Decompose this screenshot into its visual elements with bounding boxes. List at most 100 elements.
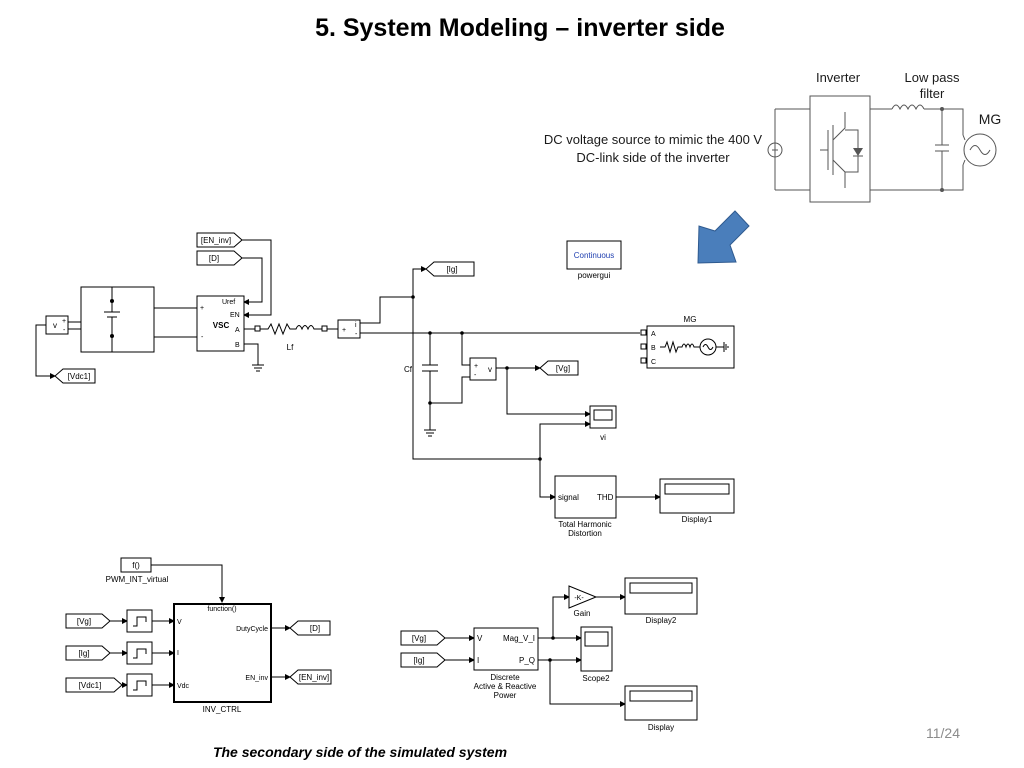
svg-text:Mag_V_I: Mag_V_I xyxy=(503,634,535,643)
svg-text:Active & Reactive: Active & Reactive xyxy=(474,682,537,691)
tag-ig-from-ctrl[interactable]: [Ig] xyxy=(65,645,111,661)
cf-label: Cf xyxy=(404,365,413,374)
tag-vdc1-from-ctrl[interactable]: [Vdc1] xyxy=(65,677,123,693)
svg-text:DutyCycle: DutyCycle xyxy=(236,626,268,633)
svg-text:[EN_inv]: [EN_inv] xyxy=(201,236,231,245)
filter-label-1: Low pass xyxy=(905,70,960,85)
dc-voltage-sensor[interactable]: v + - xyxy=(35,315,81,379)
svg-text:[Vg]: [Vg] xyxy=(556,364,570,373)
inv-ctrl-label: INV_CTRL xyxy=(203,705,242,714)
scope-vi-label: vi xyxy=(600,433,606,442)
svg-text:Display1: Display1 xyxy=(682,515,713,524)
svg-text:[Ig]: [Ig] xyxy=(78,649,89,658)
scope-vi[interactable]: vi xyxy=(589,405,617,442)
current-sensor[interactable]: + i - xyxy=(337,319,361,339)
svg-text:Distortion: Distortion xyxy=(568,529,602,538)
svg-text:f(): f() xyxy=(132,561,140,570)
display2-block[interactable]: Display2 xyxy=(624,577,698,625)
tag-vg-from-ctrl[interactable]: [Vg] xyxy=(65,613,111,629)
svg-text:I: I xyxy=(477,656,479,665)
svg-text:Discrete: Discrete xyxy=(490,673,520,682)
inverter-label: Inverter xyxy=(816,70,861,85)
svg-text:[Ig]: [Ig] xyxy=(413,656,424,665)
vsc-name: VSC xyxy=(213,321,230,330)
zoh-block-3[interactable] xyxy=(126,673,153,697)
tag-d-goto[interactable]: [D] xyxy=(289,620,331,636)
svg-text:v: v xyxy=(488,365,492,374)
slide-title: 5. System Modeling – inverter side xyxy=(315,14,725,42)
svg-text:V: V xyxy=(177,619,182,626)
zoh-block-1[interactable] xyxy=(126,609,153,633)
svg-text:Display: Display xyxy=(648,723,674,732)
inv-ctrl-block[interactable]: function() V I Vdc DutyCycle EN_inv INV_… xyxy=(173,603,272,714)
svg-text:[Vdc1]: [Vdc1] xyxy=(79,681,102,690)
active-reactive-power-block[interactable]: V I Mag_V_I P_Q Discrete Active & Reacti… xyxy=(473,627,539,700)
mg-label: MG xyxy=(979,111,1002,127)
svg-text:Gain: Gain xyxy=(574,609,591,618)
svg-text:B: B xyxy=(651,345,656,352)
tag-en-inv-goto[interactable]: [EN_inv] xyxy=(289,669,332,685)
inverter-box xyxy=(809,95,871,203)
svg-text:P_Q: P_Q xyxy=(519,656,535,665)
filter-label-2: filter xyxy=(920,86,945,101)
page-number: 11/24 xyxy=(926,725,960,741)
gain-block[interactable]: -K- Gain xyxy=(568,585,598,618)
igbt-icon xyxy=(820,112,863,188)
dc-source-icon xyxy=(767,142,783,158)
svg-text:A: A xyxy=(235,327,240,334)
cf-capacitor[interactable]: Cf xyxy=(404,333,438,437)
display1-block[interactable]: Display1 xyxy=(659,478,735,524)
mg-block[interactable]: MG A B C xyxy=(640,315,735,369)
figure-caption: The secondary side of the simulated syst… xyxy=(213,744,507,760)
svg-text:EN_inv: EN_inv xyxy=(245,675,268,682)
tag-en-inv-from[interactable]: [EN_inv] xyxy=(196,232,243,248)
svg-text:[Ig]: [Ig] xyxy=(446,265,457,274)
svg-text:-: - xyxy=(63,327,66,334)
svg-text:+: + xyxy=(62,318,66,325)
svg-text:PWM_INT_virtual: PWM_INT_virtual xyxy=(106,575,169,584)
svg-text:function(): function() xyxy=(207,606,236,613)
zoh-block-2[interactable] xyxy=(126,641,153,665)
display-block[interactable]: Display xyxy=(624,685,698,732)
grid-voltage-sensor[interactable]: + - v xyxy=(469,357,497,381)
svg-text:A: A xyxy=(651,331,656,338)
svg-text:+: + xyxy=(474,363,478,370)
svg-text:Power: Power xyxy=(494,691,517,700)
svg-text:I: I xyxy=(177,650,179,657)
svg-text:[Vg]: [Vg] xyxy=(412,634,426,643)
svg-text:[Vg]: [Vg] xyxy=(77,617,91,626)
dc-source-block[interactable] xyxy=(80,286,197,353)
svg-text:V: V xyxy=(477,634,483,643)
tag-ig-goto[interactable]: [Ig] xyxy=(425,261,475,277)
thd-block[interactable]: signal THD Total Harmonic Distortion xyxy=(554,475,617,538)
svg-text:Display2: Display2 xyxy=(646,616,677,625)
mg-source-icon xyxy=(963,133,997,167)
inverter-schematic: Inverter Low pass filter MG DC voltage s… xyxy=(544,70,1002,203)
svg-text:Scope2: Scope2 xyxy=(582,674,610,683)
svg-text:Uref: Uref xyxy=(222,299,235,306)
powergui-label: powergui xyxy=(578,271,611,280)
svg-text:i: i xyxy=(355,322,357,329)
svg-text:-: - xyxy=(474,372,477,379)
svg-text:[D]: [D] xyxy=(310,624,320,633)
source-note-line-1: DC voltage source to mimic the 400 V xyxy=(544,132,763,147)
svg-text:B: B xyxy=(235,342,240,349)
fcn-pwm-block[interactable]: f() PWM_INT_virtual xyxy=(106,557,169,584)
svg-text:[EN_inv]: [EN_inv] xyxy=(299,673,329,682)
svg-text:EN: EN xyxy=(230,312,240,319)
svg-text:+: + xyxy=(342,327,346,334)
tag-vg-from-pq[interactable]: [Vg] xyxy=(400,630,446,646)
tag-d-from[interactable]: [D] xyxy=(196,250,243,266)
vsc-block[interactable]: VSC Uref EN A B + - xyxy=(196,295,245,352)
powergui-block[interactable]: Continuous powergui xyxy=(566,240,622,280)
tag-ig-from-pq[interactable]: [Ig] xyxy=(400,652,446,668)
svg-text:-K-: -K- xyxy=(574,595,584,602)
svg-text:[D]: [D] xyxy=(209,254,219,263)
tag-vdc1-goto[interactable]: [Vdc1] xyxy=(54,368,96,384)
powergui-inner: Continuous xyxy=(574,251,614,260)
tag-vg-goto[interactable]: [Vg] xyxy=(539,360,579,376)
pointer-arrow-icon xyxy=(697,210,750,264)
lf-block[interactable]: Lf xyxy=(262,322,322,352)
scope2-block[interactable]: Scope2 xyxy=(580,626,613,683)
svg-text:THD: THD xyxy=(597,493,614,502)
